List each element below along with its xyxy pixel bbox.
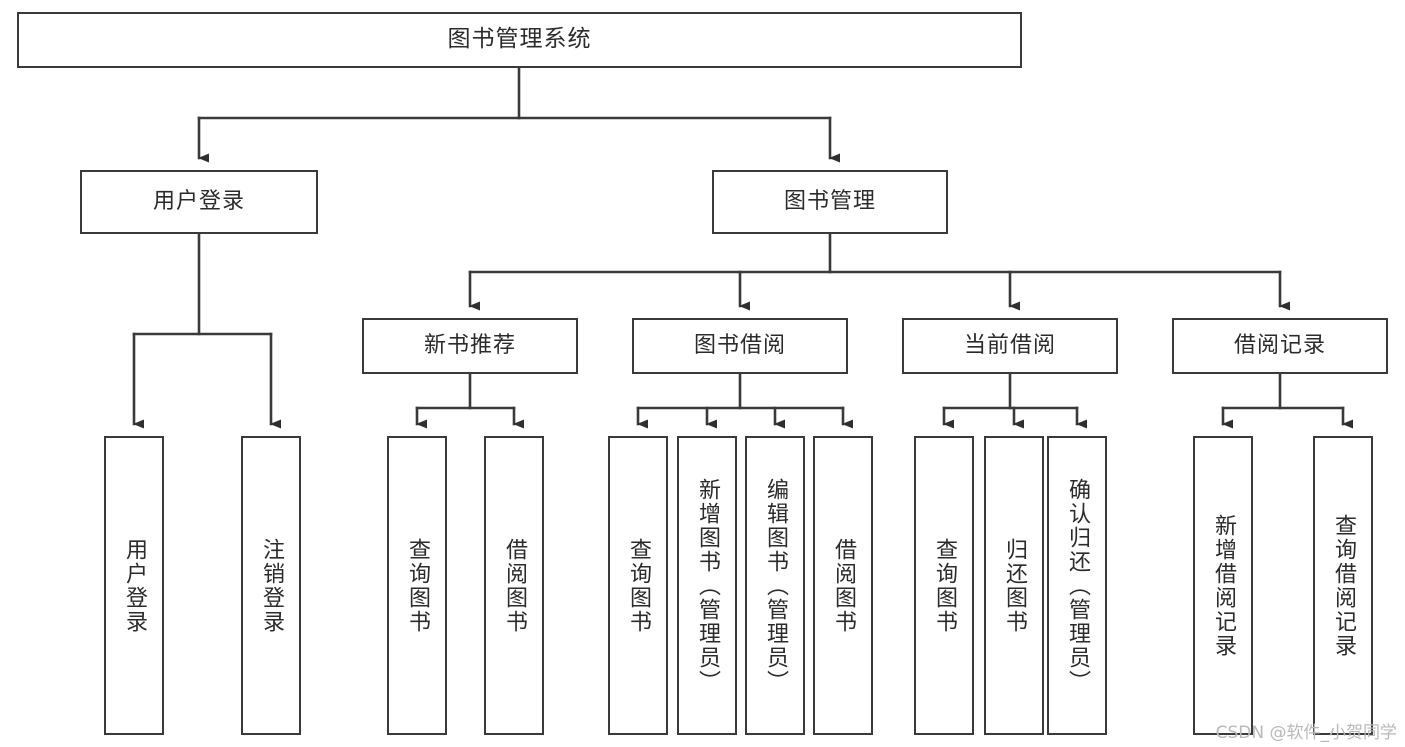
node-leaf-query-book-3-label: 查询图书	[931, 537, 957, 634]
node-borrow-record[interactable]: 借阅记录	[1172, 318, 1388, 374]
node-leaf-return-book-label: 归还图书	[1001, 537, 1027, 634]
node-leaf-logout-label: 注销登录	[258, 537, 284, 634]
node-leaf-return-book[interactable]: 归还图书	[984, 436, 1044, 735]
node-root[interactable]: 图书管理系统	[17, 12, 1022, 68]
node-current-borrow[interactable]: 当前借阅	[902, 318, 1118, 374]
node-new-book-recommend[interactable]: 新书推荐	[362, 318, 578, 374]
node-leaf-borrow-book-2-label: 借阅图书	[830, 537, 856, 634]
node-leaf-confirm-return-label: 确认归还（管理员）	[1064, 477, 1090, 694]
node-book-manage[interactable]: 图书管理	[712, 170, 948, 234]
node-leaf-borrow-book-1-label: 借阅图书	[501, 537, 527, 634]
node-leaf-user-login[interactable]: 用户登录	[104, 436, 164, 735]
node-leaf-add-book-label: 新增图书（管理员）	[694, 477, 720, 694]
node-book-borrow[interactable]: 图书借阅	[632, 318, 848, 374]
node-leaf-query-book-1-label: 查询图书	[404, 537, 430, 634]
node-user-login-label: 用户登录	[152, 189, 245, 215]
node-leaf-query-record-label: 查询借阅记录	[1330, 513, 1356, 658]
node-leaf-borrow-book-2[interactable]: 借阅图书	[813, 436, 873, 735]
csdn-watermark: CSDN @软件_小贺同学	[1215, 723, 1397, 743]
node-leaf-borrow-book-1[interactable]: 借阅图书	[484, 436, 544, 735]
node-leaf-add-book[interactable]: 新增图书（管理员）	[677, 436, 737, 735]
node-leaf-query-record[interactable]: 查询借阅记录	[1313, 436, 1373, 735]
node-root-label: 图书管理系统	[447, 26, 592, 53]
node-leaf-user-login-label: 用户登录	[121, 537, 147, 634]
node-leaf-add-record-label: 新增借阅记录	[1210, 513, 1236, 658]
node-leaf-query-book-2-label: 查询图书	[625, 537, 651, 634]
node-book-borrow-label: 图书借阅	[693, 333, 786, 359]
node-borrow-record-label: 借阅记录	[1233, 333, 1326, 359]
node-new-book-recommend-label: 新书推荐	[423, 333, 516, 359]
node-leaf-edit-book-label: 编辑图书（管理员）	[762, 477, 788, 694]
node-user-login[interactable]: 用户登录	[80, 170, 318, 234]
node-current-borrow-label: 当前借阅	[963, 333, 1056, 359]
node-leaf-edit-book[interactable]: 编辑图书（管理员）	[745, 436, 805, 735]
node-leaf-query-book-2[interactable]: 查询图书	[608, 436, 668, 735]
node-leaf-logout[interactable]: 注销登录	[241, 436, 301, 735]
node-leaf-query-book-1[interactable]: 查询图书	[387, 436, 447, 735]
node-leaf-query-book-3[interactable]: 查询图书	[914, 436, 974, 735]
node-book-manage-label: 图书管理	[783, 189, 876, 215]
node-leaf-confirm-return[interactable]: 确认归还（管理员）	[1047, 436, 1107, 735]
node-leaf-add-record[interactable]: 新增借阅记录	[1193, 436, 1253, 735]
